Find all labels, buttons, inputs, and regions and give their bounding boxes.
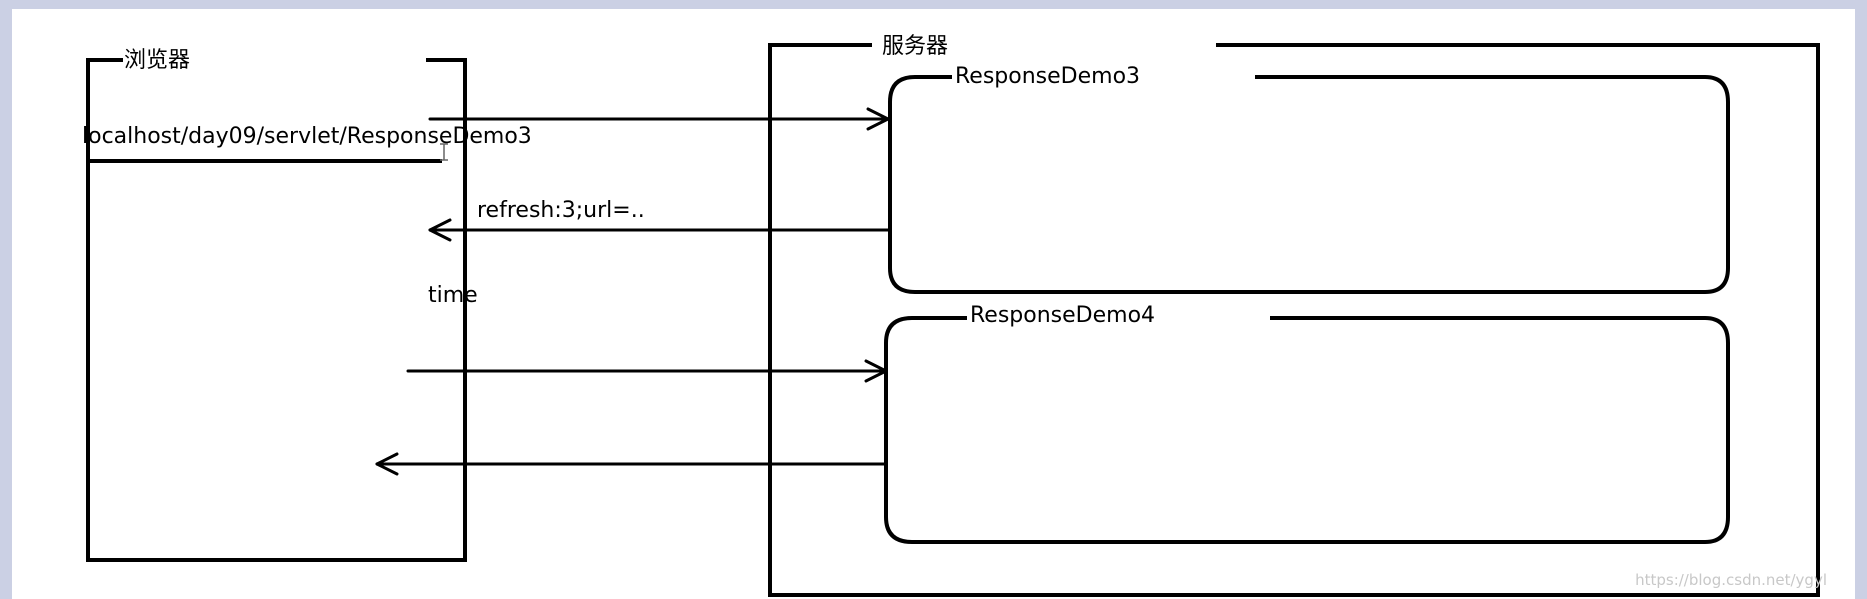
arrow-request-demo4-head: [864, 359, 888, 383]
browser-box: [86, 58, 467, 562]
frame-left: [0, 0, 12, 599]
servlet-box-responsedemo3: [888, 75, 1730, 294]
server-box: [768, 43, 1820, 597]
refresh-header-label: refresh:3;url=..: [477, 198, 645, 223]
arrow-response-demo4-head: [375, 452, 399, 476]
watermark: https://blog.csdn.net/ygyl: [1635, 571, 1827, 589]
server-title: 服务器: [882, 34, 949, 59]
frame-top: [0, 0, 1867, 9]
text-cursor-icon: [440, 143, 448, 161]
browser-url: localhost/day09/servlet/ResponseDemo3: [82, 124, 532, 149]
time-label: time: [428, 283, 478, 308]
arrow-response-demo3-head: [428, 218, 452, 242]
frame-right: [1855, 0, 1867, 599]
browser-title: 浏览器: [124, 48, 191, 73]
arrow-request-demo3-head: [866, 107, 890, 131]
servlet-box-responsedemo4: [884, 316, 1730, 544]
servlet-label-responsedemo3: ResponseDemo3: [955, 64, 1141, 89]
servlet-label-responsedemo4: ResponseDemo4: [970, 303, 1156, 328]
